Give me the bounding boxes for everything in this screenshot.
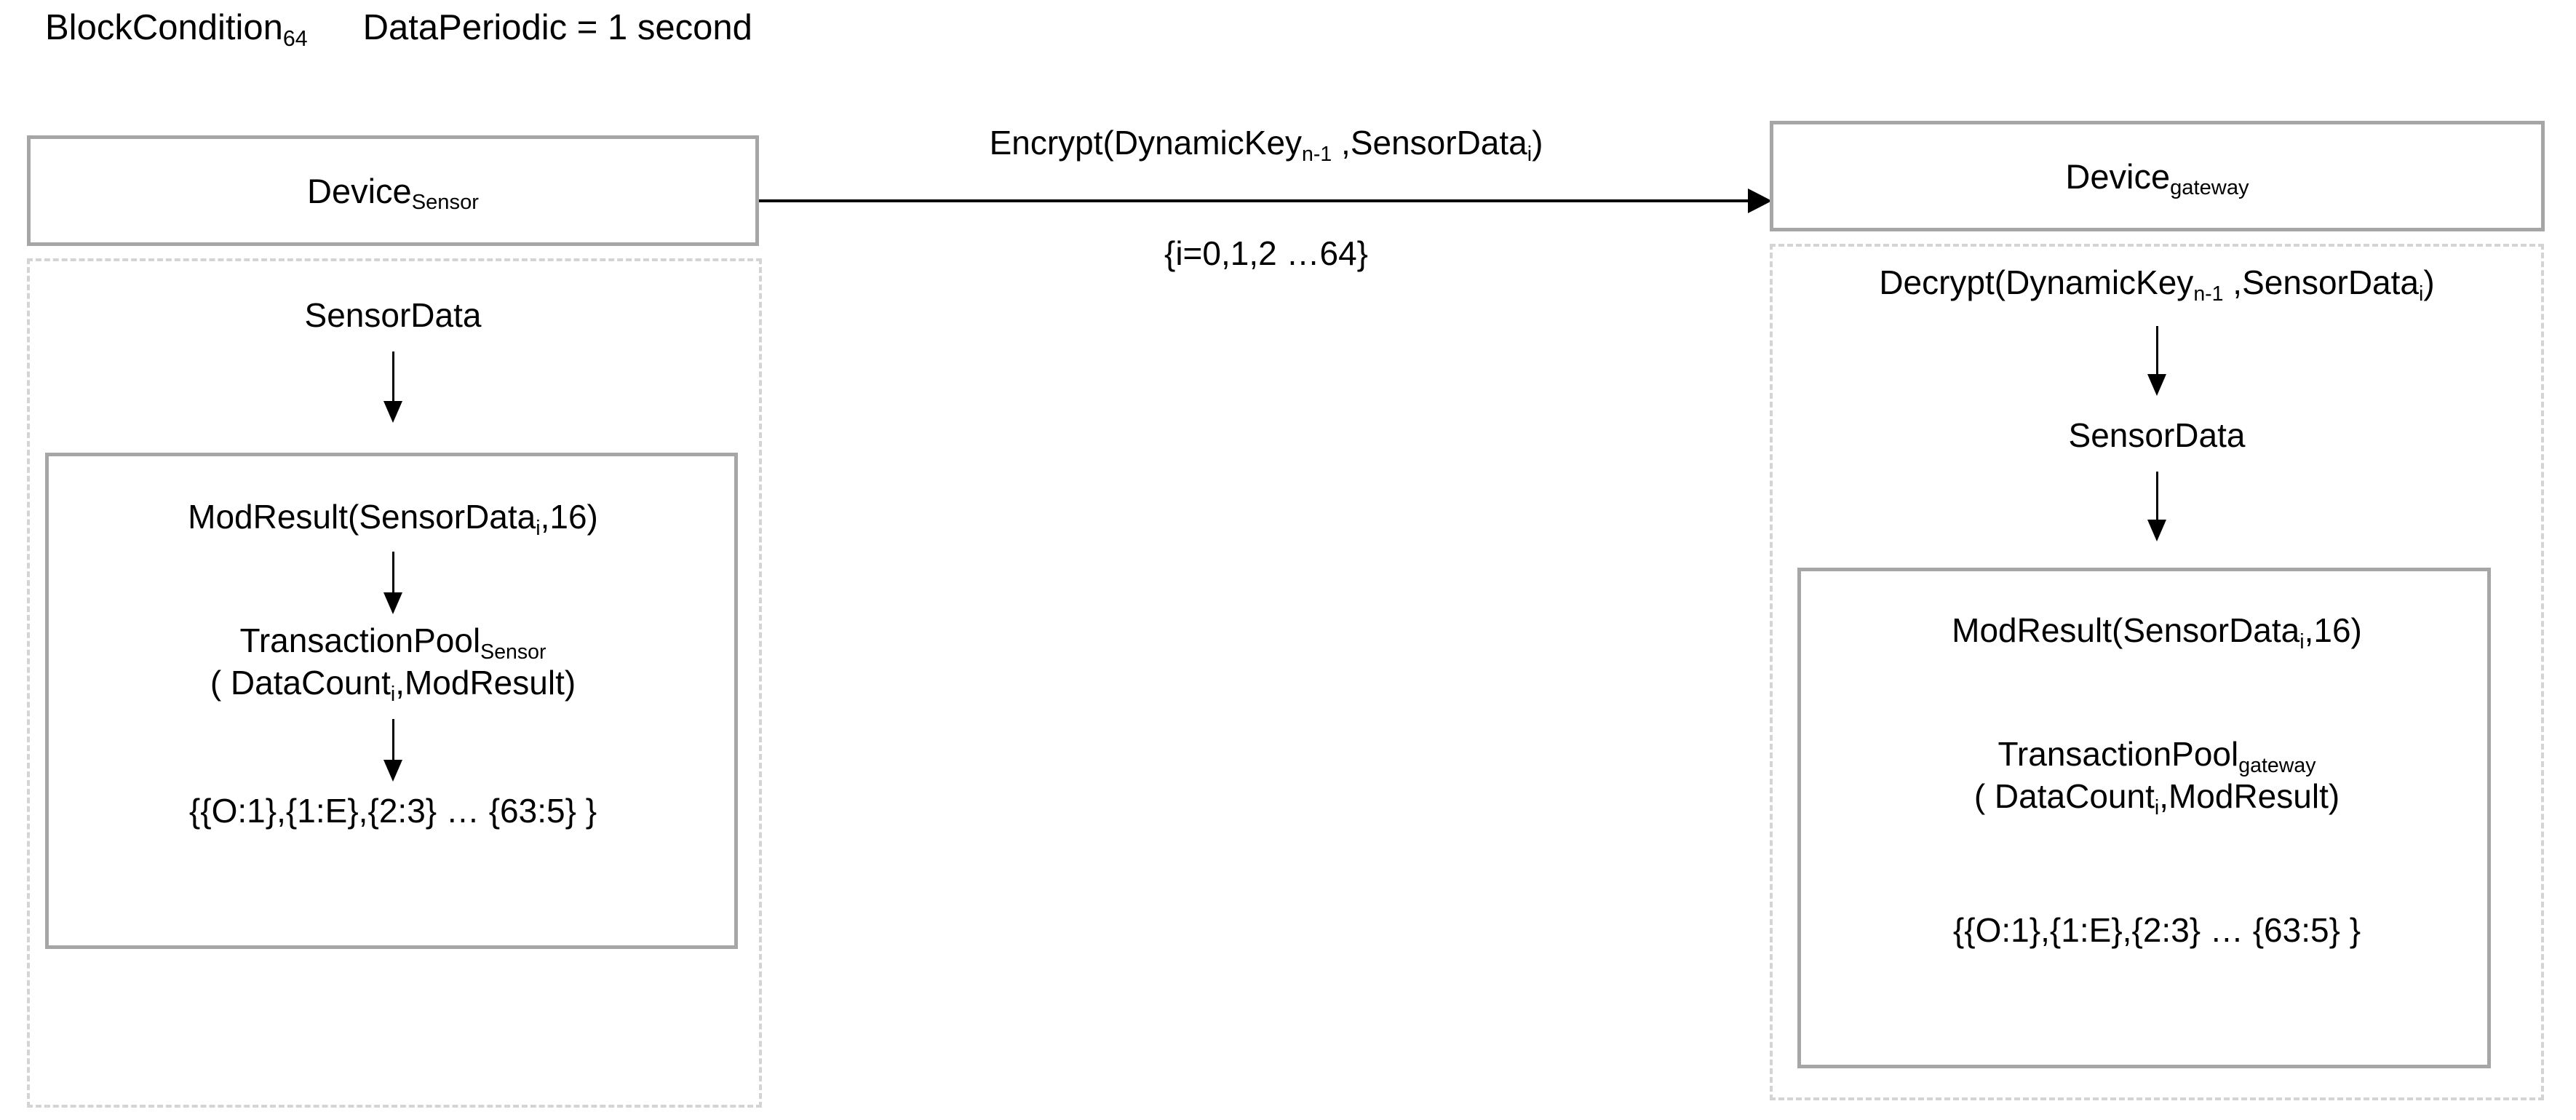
- device-gateway-subscript: gateway: [2170, 176, 2249, 200]
- gateway-transaction-pool-box[interactable]: [1797, 568, 2491, 1068]
- decrypt-data-subscript: i: [2419, 282, 2424, 306]
- device-sensor-box[interactable]: DeviceSensor: [27, 135, 759, 246]
- encrypt-key-subscript: n-1: [1302, 142, 1332, 166]
- transactionpool-label-left: TransactionPoolSensor: [239, 621, 546, 664]
- modresult-label-left: ModResult(SensorDatai,16): [188, 498, 598, 540]
- arrow-sensordata-to-modresult-right: [2146, 472, 2168, 541]
- sensor-data-label-right: SensorData: [2068, 416, 2246, 454]
- arrow-pool-to-contents-left: [382, 719, 404, 782]
- datacount-label-left: ( DataCounti,ModResult): [210, 664, 576, 706]
- data-periodic-label: DataPeriodic = 1 second: [362, 8, 752, 47]
- sensor-transaction-pool-box[interactable]: [45, 453, 738, 949]
- device-gateway-label: Devicegateway: [2065, 156, 2249, 200]
- arrow-modresult-to-pool-left: [382, 552, 404, 614]
- device-gateway-box[interactable]: Devicegateway: [1770, 121, 2545, 231]
- block-condition-label: BlockCondition64: [45, 8, 308, 52]
- modresult-label-right: ModResult(SensorDatai,16): [1952, 611, 2362, 654]
- sensor-data-label-left: SensorData: [304, 296, 482, 334]
- decrypt-label: Decrypt(DynamicKeyn-1 ,SensorDatai): [1879, 263, 2435, 306]
- datacount-label-right: ( DataCounti,ModResult): [1973, 777, 2340, 819]
- pool-contents-right: {{O:1},{1:E},{2:3} … {63:5} }: [1952, 911, 2361, 949]
- device-sensor-subscript: Sensor: [411, 191, 479, 215]
- block-condition-subscript: 64: [282, 26, 308, 52]
- index-range-label: {i=0,1,2 …64}: [1164, 234, 1369, 272]
- decrypt-key-subscript: n-1: [2193, 282, 2224, 306]
- transactionpool-label-right: TransactionPoolgateway: [1997, 735, 2316, 777]
- device-sensor-label: DeviceSensor: [307, 171, 479, 215]
- encrypt-label: Encrypt(DynamicKeyn-1 ,SensorDatai): [989, 124, 1543, 166]
- arrow-decrypt-to-sensordata-right: [2146, 326, 2168, 396]
- pool-contents-left: {{O:1},{1:E},{2:3} … {63:5} }: [188, 792, 597, 830]
- transactionpool-subscript-left: Sensor: [480, 640, 546, 664]
- header-conditions: BlockCondition64 DataPeriodic = 1 second: [45, 6, 752, 49]
- arrow-sensordata-to-modresult-left: [382, 352, 404, 423]
- arrow-sensor-to-gateway: [759, 188, 1772, 213]
- datacount-subscript-left: i: [390, 682, 396, 706]
- modresult-subscript-left: i: [536, 516, 541, 540]
- encrypt-data-subscript: i: [1527, 142, 1533, 166]
- modresult-subscript-right: i: [2299, 629, 2305, 654]
- transactionpool-subscript-right: gateway: [2238, 753, 2316, 777]
- datacount-subscript-right: i: [2154, 795, 2160, 819]
